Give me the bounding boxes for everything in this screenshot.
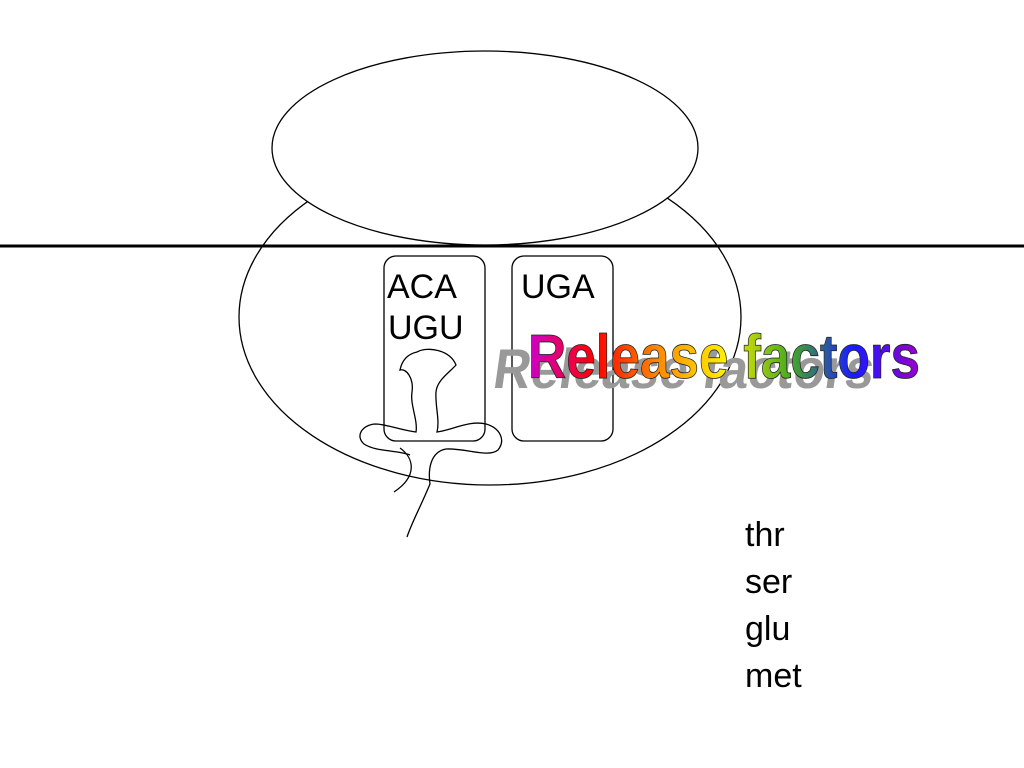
a-site-codon-label: UGA (521, 268, 595, 306)
release-factors-shadow: Release factors (490, 337, 879, 400)
p-site-anticodon-label: ACA (387, 268, 457, 306)
p-site-box (383, 255, 486, 442)
small-subunit (271, 50, 699, 246)
amino-acid-item: thr (745, 516, 785, 554)
amino-acid-item: ser (745, 563, 793, 601)
trna-tail (393, 447, 412, 493)
release-factors-text: Release factors (528, 323, 920, 392)
release-factors-wordart: Release factors Release factors (490, 323, 921, 400)
a-site-box (511, 255, 614, 442)
amino-acid-item: glu (745, 610, 791, 648)
amino-acid-item: met (745, 657, 802, 695)
amino-acid-chain: thr ser glu met (745, 512, 802, 700)
p-site-codon-label: UGU (388, 309, 464, 347)
trna-shape (359, 348, 503, 538)
